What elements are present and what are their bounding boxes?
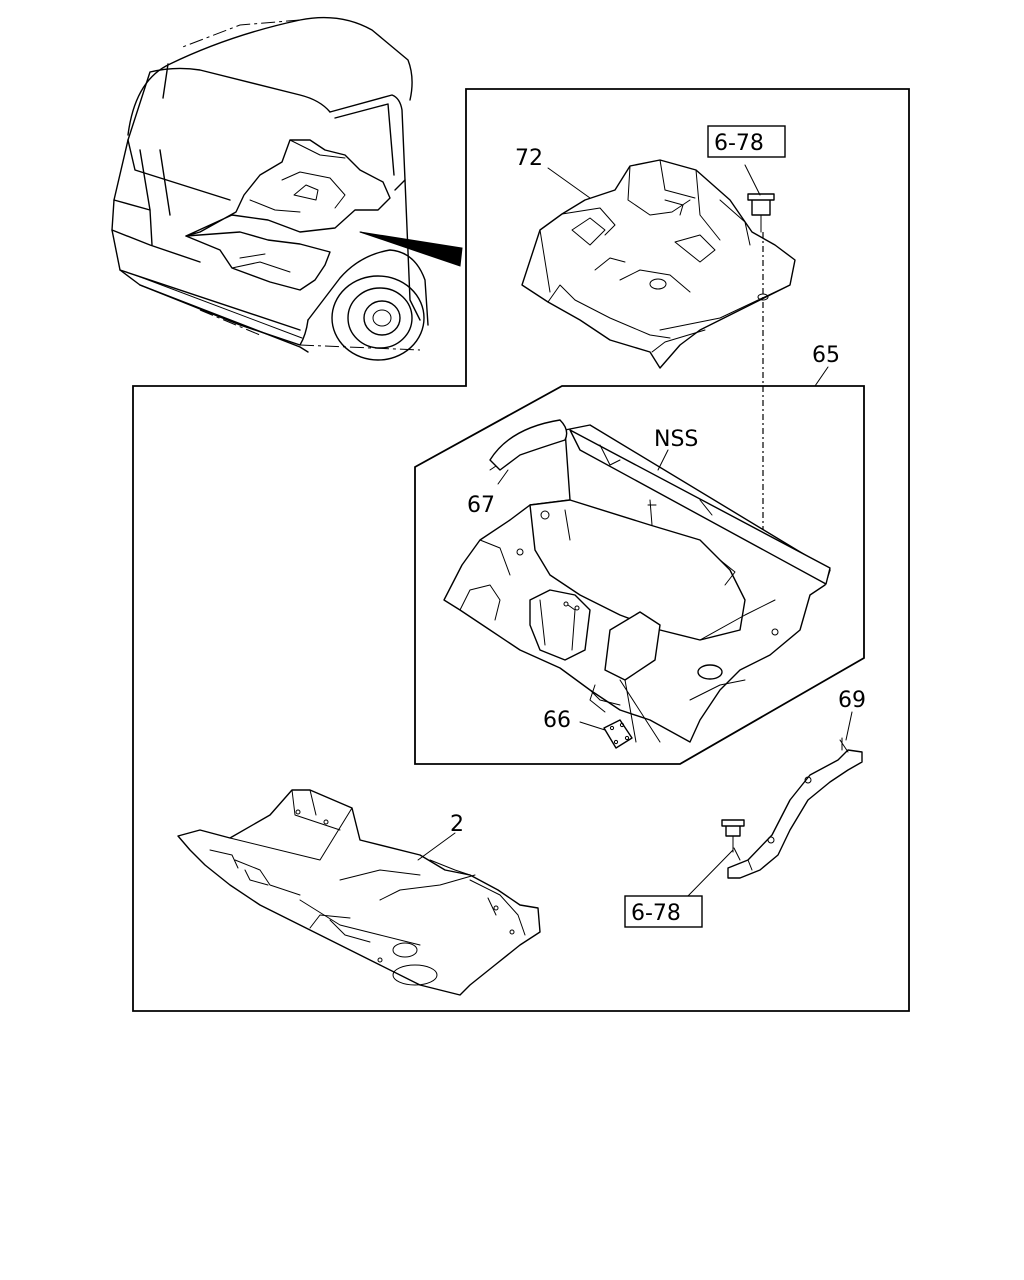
callout-2: 2: [450, 812, 464, 837]
ref-box-top: [707, 125, 786, 158]
leader-66: [579, 721, 606, 731]
leader-72: [547, 167, 591, 199]
part-65-floor-assembly: [443, 419, 831, 743]
bolt-bottom: [685, 819, 745, 899]
leader-nss: [657, 449, 669, 471]
callout-nss: NSS: [654, 427, 698, 452]
assembly-65-frame: [414, 385, 865, 765]
ref-label-bottom: 6-78: [631, 901, 681, 926]
ref-box-bottom: [624, 895, 703, 928]
callout-72: 72: [515, 146, 543, 171]
outer-frame: [132, 88, 910, 1012]
callout-67: 67: [467, 493, 495, 518]
callout-labels: 72 6-78 65 NSS 67 66 69 2 6-78: [450, 131, 866, 926]
ref-label-top: 6-78: [714, 131, 764, 156]
leader-2: [417, 832, 456, 861]
leader-65: [814, 366, 829, 387]
callout-66: 66: [543, 708, 571, 733]
leader-67: [497, 469, 509, 485]
diagram-frames: [132, 88, 910, 1012]
callout-69: 69: [838, 688, 866, 713]
part-2-floor-insulator: [177, 789, 541, 996]
callout-65: 65: [812, 343, 840, 368]
part-72-floor-panel: [521, 159, 796, 369]
leader-69: [845, 711, 853, 741]
part-66-plate: [603, 719, 633, 749]
vehicle-cab-view: [111, 16, 463, 361]
leader-lines: [417, 167, 853, 861]
bolt-top: [744, 164, 775, 600]
part-69-bracket: [727, 737, 863, 879]
